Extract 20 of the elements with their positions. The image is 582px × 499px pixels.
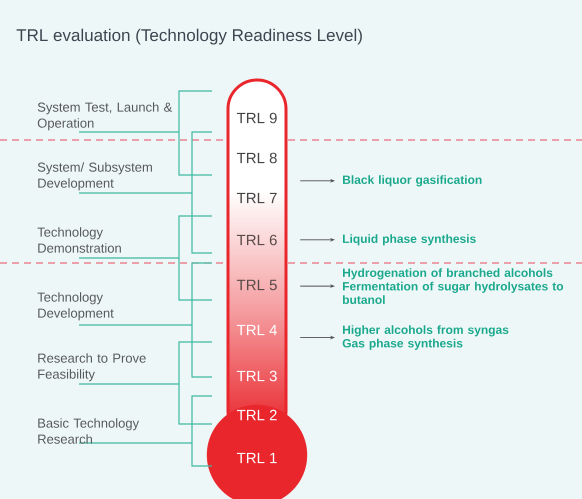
level-label: TRL 1	[236, 452, 277, 464]
level-label: TRL 9	[236, 112, 277, 124]
category-label: Basic Technology Research	[38, 418, 140, 444]
level-label: TRL 3	[236, 370, 277, 382]
category-label: Research to Prove Feasibility	[38, 353, 146, 382]
process-text: Higher alcohols from syngas Gas phase synthesis	[342, 325, 508, 350]
process-text: Black liquor gasification	[343, 175, 482, 186]
category-label: System/ Subsystem Development	[38, 162, 152, 190]
level-label: TRL 7	[236, 192, 277, 204]
level-label: TRL 5	[236, 280, 277, 290]
level-label: TRL 2	[236, 410, 277, 420]
category-label: System Test, Launch & Operation	[38, 102, 172, 130]
level-label: TRL 4	[236, 324, 277, 336]
title: TRL evaluation (Technology Readiness Level)	[16, 28, 362, 45]
category-label: Technology Development	[38, 292, 114, 320]
process-text: Hydrogenation of branched alcohols Fermentation of sugar hydrolysates to butanol	[342, 268, 564, 304]
process-text: Liquid phase synthesis	[343, 234, 476, 246]
level-label: TRL 8	[236, 152, 277, 164]
level-label: TRL 6	[236, 234, 277, 246]
category-label: Technology Demonstration	[38, 227, 121, 253]
